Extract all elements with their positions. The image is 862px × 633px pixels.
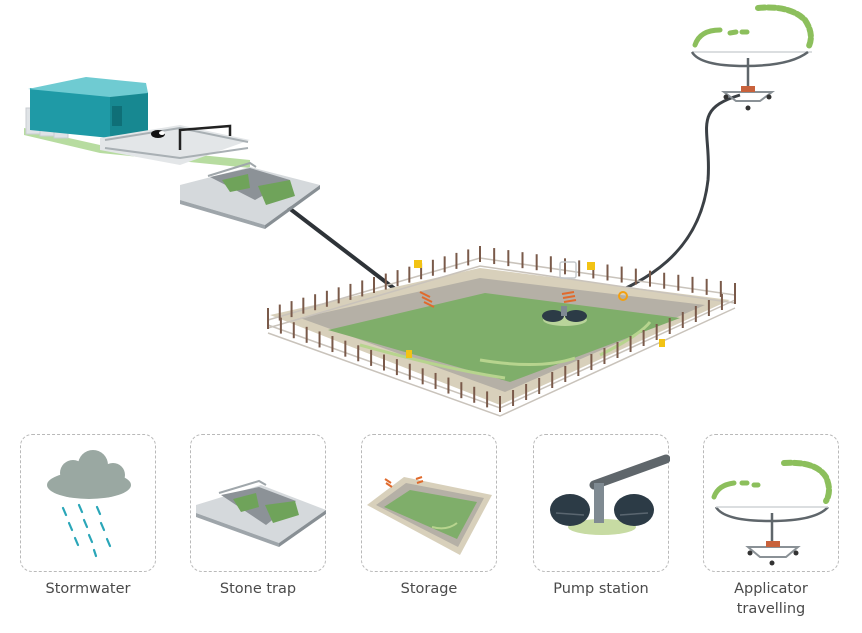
component-label-applicator-line1: Applicator [734, 581, 808, 597]
hose-to-applicator [577, 93, 741, 308]
rain-cloud-icon [47, 450, 131, 558]
component-label-applicator-line2: travelling [736, 601, 806, 617]
component-card-stormwater [20, 434, 156, 572]
storage-pond-icon [367, 476, 492, 555]
component-label-storage: Storage [400, 581, 458, 597]
component-label-stone-trap: Stone trap [219, 581, 297, 597]
component-label-pump-station: Pump station [553, 581, 649, 597]
fence-posts [267, 246, 736, 412]
effluent-system-scene [24, 4, 814, 417]
component-card-pump-station [533, 434, 670, 572]
component-card-storage [361, 434, 497, 572]
stone-trap-icon [196, 479, 326, 547]
pump-station [542, 306, 587, 326]
component-card-stone-trap [190, 434, 326, 572]
applicator [690, 4, 814, 111]
dairy-shed [24, 77, 250, 168]
component-label-stormwater: Stormwater [45, 581, 131, 597]
storage-pond [267, 246, 736, 417]
stone-trap [180, 161, 320, 229]
component-label-applicator: Applicator travelling [703, 579, 839, 619]
irrigator-icon [711, 459, 832, 566]
pump-icon [550, 454, 670, 535]
component-card-applicator [703, 434, 839, 572]
